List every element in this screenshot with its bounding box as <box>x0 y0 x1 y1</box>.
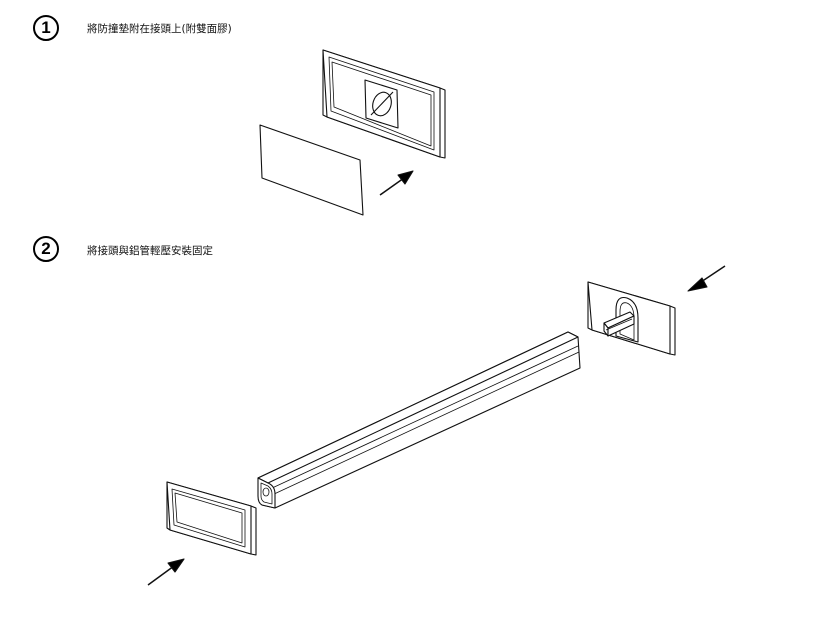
aluminum-tube <box>257 331 581 509</box>
end-cap-frame <box>322 49 446 159</box>
step-2-instruction: 將接頭與鋁管輕壓安裝固定 <box>87 245 213 257</box>
arrow-icon <box>379 170 414 196</box>
connector-right <box>587 281 676 356</box>
step-1-number: 1 <box>33 15 59 41</box>
arrow-icon <box>687 265 726 292</box>
step-2-number: 2 <box>33 236 59 262</box>
adhesive-pad <box>259 124 364 216</box>
connector-left <box>166 481 257 556</box>
step-1-instruction: 將防撞墊附在接頭上(附雙面膠) <box>87 23 232 35</box>
arrow-icon <box>147 558 185 586</box>
